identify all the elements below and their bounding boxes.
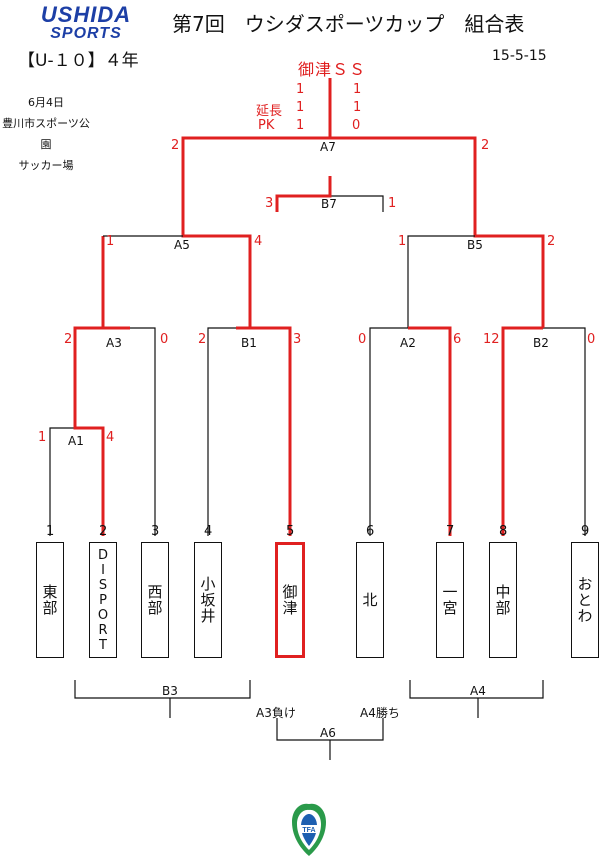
match-a6-label: A6 [320,726,336,740]
match-a5-left-score: 1 [106,234,115,249]
team-number-4: 4 [204,524,213,539]
team-number-1: 1 [46,524,55,539]
team-box-4: 小坂井 [194,542,222,658]
match-b2-right-score: 0 [587,332,596,347]
match-a3-right-score: 0 [160,332,169,347]
team-name: 北 [360,592,379,608]
logo-line1: USHIDA [40,2,132,27]
match-a7-right-score: 2 [481,138,490,153]
venue-info: 6月4日 豊川市スポーツ公園 サッカー場 [0,92,92,176]
team-name: 中部 [493,584,512,616]
match-b1-label: B1 [241,336,257,350]
champion-label: 御津ＳＳ [297,60,366,79]
team-box-2: DISPORT [89,542,117,658]
team-box-1: 東部 [36,542,64,658]
team-box-8: 中部 [489,542,517,658]
team-box-5: 御津 [275,542,305,658]
team-box-6: 北 [356,542,384,658]
team-box-9: おとわ [571,542,599,658]
match-b2-label: B2 [533,336,549,350]
match-a2-label: A2 [400,336,416,350]
match-b7-right-score: 1 [388,196,397,211]
final-left-pk: 1 [296,118,305,133]
final-right-pk: 0 [352,118,361,133]
match-b1-right-score: 3 [293,332,302,347]
final-right-regular: 1 [353,82,362,97]
team-name: 御津 [280,584,299,616]
match-b5-right-score: 2 [547,234,556,249]
match-a2-left-score: 0 [358,332,367,347]
team-name: 一宮 [440,584,459,616]
match-a7-left-score: 2 [171,138,180,153]
team-number-5: 5 [286,524,295,539]
match-a1-label: A1 [68,434,84,448]
match-a7-label: A7 [320,140,336,154]
page-title: 第7回 ウシダスポーツカップ 組合表 [172,12,525,36]
match-b1-left-score: 2 [198,332,207,347]
team-box-7: 一宮 [436,542,464,658]
tfa-logo: TFA [286,800,332,860]
match-a5-label: A5 [174,238,190,252]
team-name: 東部 [40,584,59,616]
team-name: 小坂井 [198,576,217,624]
match-a3-left-score: 2 [64,332,73,347]
venue-field: サッカー場 [18,159,74,172]
match-a5-right-score: 4 [254,234,263,249]
final-extra-label: 延長 [256,104,283,119]
match-b2-left-score: 12 [483,332,500,347]
match-a4-label: A4 [470,684,486,698]
venue-date: 6月4日 [28,96,64,109]
ushida-sports-logo: USHIDA SPORTS [40,4,132,42]
match-b5-label: B5 [467,238,483,252]
match-a1-left-score: 1 [38,430,47,445]
team-name: おとわ [575,576,594,624]
match-b3-label: B3 [162,684,178,698]
match-b5-left-score: 1 [398,234,407,249]
team-name: DISPORT [95,547,111,653]
tfa-emblem-icon: TFA [292,803,326,856]
match-b7-label: B7 [321,197,337,211]
team-number-9: 9 [581,524,590,539]
match-b7-left-score: 3 [265,196,274,211]
final-left-regular: 1 [296,82,305,97]
team-box-3: 西部 [141,542,169,658]
venue-place: 豊川市スポーツ公園 [2,117,90,151]
category-label: 【U-１０】４年 [18,51,139,71]
team-name: 西部 [145,584,164,616]
team-number-2: 2 [99,524,108,539]
logo-line2: SPORTS [50,25,122,42]
team-number-7: 7 [446,524,455,539]
a3-loser-label: A3負け [256,706,296,720]
match-a1-right-score: 4 [106,430,115,445]
a4-winner-label: A4勝ち [360,706,400,720]
team-number-3: 3 [151,524,160,539]
match-a3-label: A3 [106,336,122,350]
date-label: 15-5-15 [492,48,547,64]
team-number-6: 6 [366,524,375,539]
match-a2-right-score: 6 [453,332,462,347]
final-right-extra: 1 [353,100,362,115]
final-pk-label: PK [258,118,275,133]
final-left-extra: 1 [296,100,305,115]
tfa-logo-text: TFA [302,827,315,834]
team-number-8: 8 [499,524,508,539]
